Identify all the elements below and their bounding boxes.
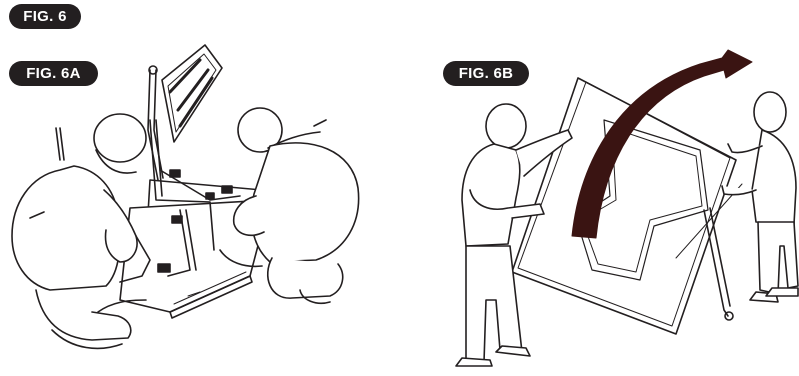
- backrest-frame: [148, 45, 222, 180]
- person-right-standing: [722, 92, 798, 302]
- fig-6b-illustration: [456, 50, 798, 366]
- fig-6a-illustration: [12, 45, 359, 348]
- person-left-crouching: [12, 114, 150, 348]
